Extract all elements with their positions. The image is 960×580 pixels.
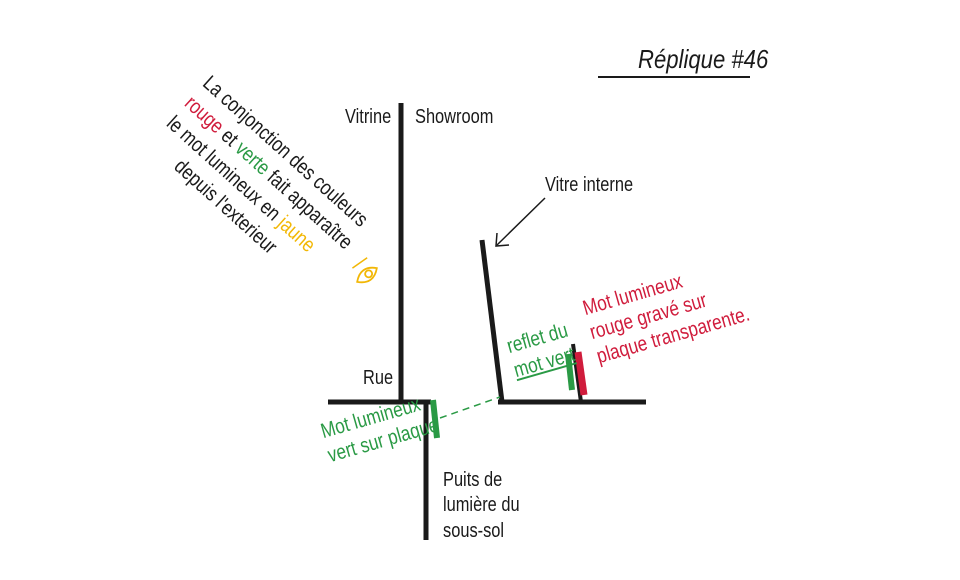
rue-label: Rue: [363, 367, 394, 389]
showroom-label: Showroom: [415, 106, 494, 128]
puits-label-line1: Puits de: [443, 469, 503, 491]
vitrine-label: Vitrine: [345, 106, 392, 128]
green-reflection: [565, 353, 575, 391]
eye-icon: [351, 257, 378, 284]
page-title: Réplique #46: [638, 44, 769, 74]
green-word-plate: [430, 399, 440, 439]
puits-label-line3: sous-sol: [443, 520, 505, 542]
green-sightline: [439, 396, 501, 419]
vitre-arrow-head: [495, 232, 510, 247]
vitre-arrow-line: [496, 197, 546, 246]
vitre-interne-label: Vitre interne: [545, 174, 634, 196]
title-underline: [598, 76, 750, 78]
vitre-interne-glass: [479, 239, 505, 403]
red-plate-support: [571, 343, 583, 403]
red-word-plate: [574, 351, 588, 396]
puits-label-line2: lumière du: [443, 494, 520, 516]
